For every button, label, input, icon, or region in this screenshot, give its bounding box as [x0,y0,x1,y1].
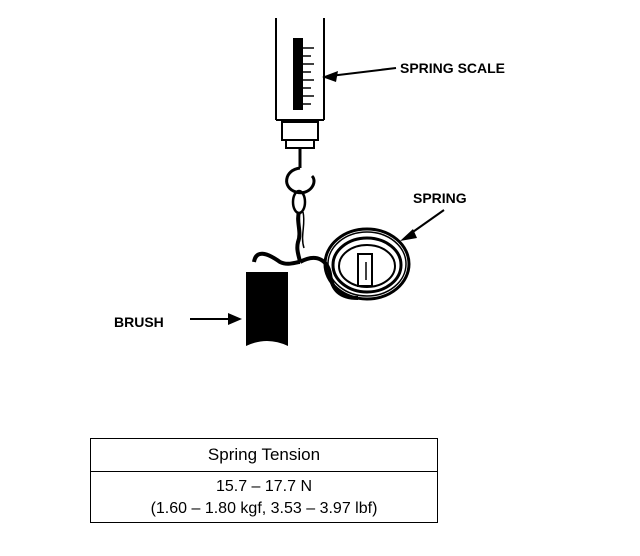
brush [246,251,301,346]
brush-label: BRUSH [114,314,164,330]
spring-scale-callout: SPRING SCALE [322,60,505,82]
spring-coil [299,227,411,301]
spring-callout: SPRING [400,190,467,241]
spring-scale-label: SPRING SCALE [400,60,505,76]
table-row: 15.7 – 17.7 N (1.60 – 1.80 kgf, 3.53 – 3… [91,472,438,523]
spring-scale [275,18,325,195]
tension-alt-units: (1.60 – 1.80 kgf, 3.53 – 3.97 lbf) [150,500,378,517]
spring-tension-header: Spring Tension [90,438,438,472]
table-header-row: Spring Tension [90,438,438,472]
spring-label: SPRING [413,190,467,206]
wire-link [291,189,307,263]
spring-tension-table: Spring Tension 15.7 – 17.7 N (1.60 – 1.8… [90,438,438,523]
brush-callout: BRUSH [114,313,242,330]
tension-newtons: 15.7 – 17.7 N [215,478,313,495]
spring-tension-values: 15.7 – 17.7 N (1.60 – 1.80 kgf, 3.53 – 3… [91,472,438,523]
